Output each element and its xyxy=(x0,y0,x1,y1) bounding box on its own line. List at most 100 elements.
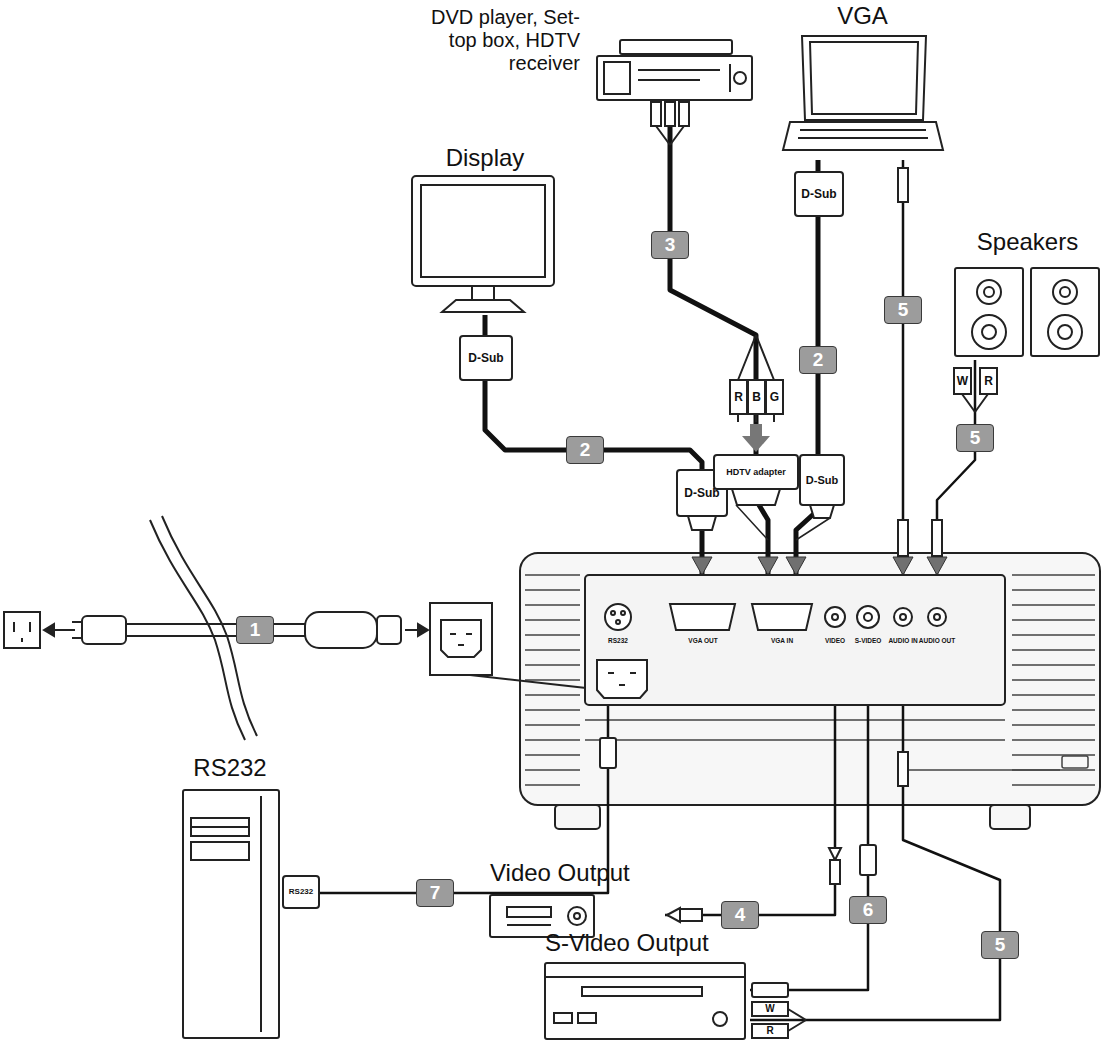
projector-port-panel-art xyxy=(597,660,647,698)
display-monitor-art xyxy=(442,300,524,312)
rca-plug xyxy=(656,126,684,145)
projector-port-panel-art xyxy=(752,604,812,630)
audio-plug xyxy=(932,520,942,556)
hdtv-adapter xyxy=(736,505,830,540)
video-plug xyxy=(667,908,702,922)
socket-inset xyxy=(450,634,472,645)
laptop-art xyxy=(783,122,943,150)
callout-number: 7 xyxy=(416,879,454,907)
projector-vents xyxy=(525,575,580,785)
pc-tower: RS232 xyxy=(175,752,285,1042)
bottom-plugs xyxy=(600,738,616,768)
speakers: Speakers xyxy=(950,222,1105,360)
svideo-device-plugs xyxy=(752,1002,788,1016)
dvd-device-art xyxy=(545,963,745,1039)
speaker-plugs xyxy=(954,368,997,412)
speakers-art xyxy=(984,287,994,297)
speakers-art xyxy=(982,325,996,339)
arrow-head xyxy=(758,557,778,575)
device-label: S-Video Output xyxy=(545,929,750,957)
callout-number: 2 xyxy=(566,436,604,464)
projector-body xyxy=(555,805,600,829)
speakers-art xyxy=(972,315,1006,349)
arrow-head xyxy=(692,557,712,575)
power-outlet xyxy=(4,612,40,648)
rgb-plugs xyxy=(730,335,783,422)
display-monitor-art xyxy=(412,176,554,286)
device-label: VGA xyxy=(780,2,945,30)
projector-port-panel-art xyxy=(616,620,620,624)
projector-port-panel-art xyxy=(597,604,946,698)
callout-number: 4 xyxy=(721,901,759,929)
dvd-player-art xyxy=(597,40,752,100)
projector-body xyxy=(990,805,1030,829)
cable-line xyxy=(750,705,1000,1020)
display-monitor-art xyxy=(472,286,494,300)
projector-port-panel-art xyxy=(864,613,872,621)
dsub-plug xyxy=(460,336,512,380)
socket-arrow xyxy=(405,624,428,636)
projector-vents xyxy=(1012,575,1095,785)
projector-port-panel-art xyxy=(621,611,625,615)
socket-inset xyxy=(470,675,604,690)
projector-port-panel-art xyxy=(605,604,631,630)
display-monitor-art xyxy=(421,185,545,277)
svideo-device-plugs xyxy=(752,1024,788,1038)
power-plug xyxy=(377,616,401,644)
dvd-player-art xyxy=(620,40,732,54)
power-plug xyxy=(305,612,377,648)
dsub-plug xyxy=(688,505,834,530)
power-arrow xyxy=(44,624,75,636)
socket-arrow xyxy=(418,624,428,636)
projector-body xyxy=(520,553,1100,805)
callout-number: 1 xyxy=(236,616,274,644)
vcr-device-art xyxy=(507,907,551,917)
bottom-plugs xyxy=(600,738,876,884)
speakers-art xyxy=(977,280,1001,304)
cable-line xyxy=(665,705,835,915)
speakers-art xyxy=(955,268,1099,356)
pc-tower-art xyxy=(183,790,279,1038)
arrow-head xyxy=(927,557,947,575)
callout-number: 5 xyxy=(884,296,922,324)
port-label: AUDIO IN xyxy=(883,637,923,644)
port-label: AUDIO OUT xyxy=(917,637,957,644)
display-monitor: Display xyxy=(400,140,570,315)
socket-inset xyxy=(441,620,481,657)
dvd-player-art xyxy=(734,72,746,84)
callout-number: 5 xyxy=(981,931,1019,959)
projector-port-panel-art xyxy=(585,575,1005,705)
projector-port-panel: RS232VGA OUTVGA INVIDEOS-VIDEOAUDIO INAU… xyxy=(585,575,1005,705)
port-label: S-VIDEO xyxy=(848,637,888,644)
pc-tower-art xyxy=(175,752,285,1042)
dsub-plug xyxy=(800,455,844,505)
dvd-device: S-Video Output xyxy=(540,925,750,1042)
dsub-plug xyxy=(795,172,843,216)
bottom-plugs xyxy=(830,860,840,884)
projector-port-panel-art xyxy=(857,606,879,628)
dvd-player: DVD player, Set-top box, HDTV receiver xyxy=(430,0,755,125)
dvd-device-art xyxy=(554,1013,572,1023)
projector-port-panel-art xyxy=(934,614,940,620)
projector-port-panel-art xyxy=(825,607,845,627)
vcr-device-art xyxy=(507,924,551,926)
vcr-device: Video Output xyxy=(485,855,665,940)
bottom-plugs xyxy=(860,845,876,875)
dvd-player-art xyxy=(604,62,630,94)
power-plug xyxy=(162,516,257,736)
rgb-plugs xyxy=(738,335,774,380)
vcr-device-art xyxy=(568,907,586,925)
laptop-art xyxy=(783,36,943,150)
device-label: RS232 xyxy=(175,754,285,782)
audio-plug xyxy=(898,520,908,556)
svideo-device-plugs xyxy=(752,983,788,997)
projector-vents xyxy=(585,720,1060,770)
video-plug xyxy=(680,909,702,921)
laptop-art xyxy=(802,36,926,120)
audio-plug xyxy=(898,752,908,786)
rgb-arrow xyxy=(742,424,770,452)
callout-number: 2 xyxy=(799,346,837,374)
svideo-device-plugs xyxy=(788,1009,806,1031)
cable-line xyxy=(670,125,768,575)
